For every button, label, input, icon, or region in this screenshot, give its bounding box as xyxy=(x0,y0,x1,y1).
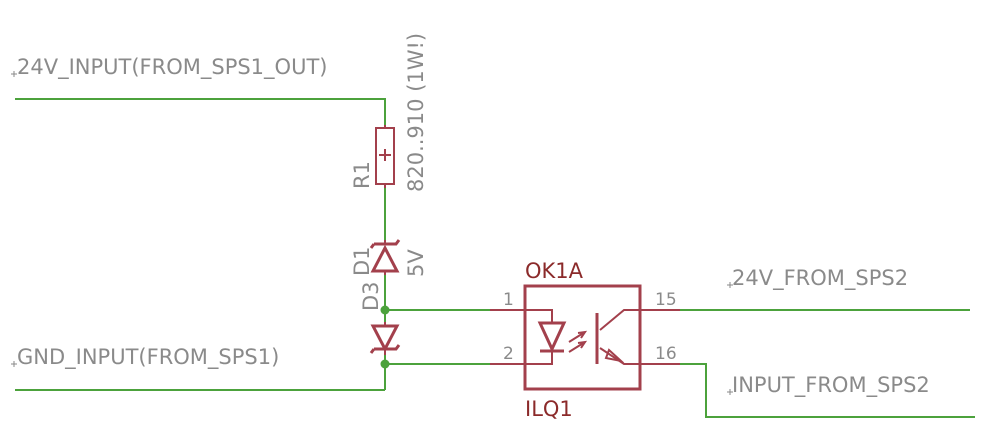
d1-cathode-bar xyxy=(369,239,401,249)
wires xyxy=(15,98,975,418)
resistor-origin-mark xyxy=(379,149,391,161)
junction-dot-pin2 xyxy=(380,359,390,369)
net-label-24v-from-sps2: 24V_FROM_SPS2 xyxy=(732,266,908,291)
transistor-emitter-arrow xyxy=(604,348,625,363)
zener-diode-d3 xyxy=(369,322,401,355)
net-label-gnd-input: GND_INPUT(FROM_SPS1) xyxy=(17,345,279,370)
light-arrow-lower xyxy=(568,340,588,353)
pin-number-2: 2 xyxy=(503,344,514,364)
wire-24v-input xyxy=(15,98,386,125)
optocoupler-body xyxy=(523,284,642,391)
d1-value: 5V xyxy=(404,249,428,277)
junction-dot-pin1 xyxy=(380,305,390,315)
optocoupler-ok1a xyxy=(490,284,680,391)
transistor-collector xyxy=(599,309,640,331)
wire-pin16-out xyxy=(680,363,975,418)
light-arrow-upper xyxy=(568,330,588,343)
d3-cathode-bar xyxy=(369,344,401,354)
led-triangle xyxy=(537,321,567,353)
optocoupler-value: ILQ1 xyxy=(525,397,573,421)
optocoupler-pin-leads xyxy=(490,309,680,365)
pin-number-15: 15 xyxy=(655,290,677,310)
led-wiring xyxy=(525,309,553,365)
net-label-24v-input: 24V_INPUT(FROM_SPS1_OUT) xyxy=(17,55,327,80)
net-label-input-from-sps2: INPUT_FROM_SPS2 xyxy=(732,373,930,398)
resistor-r1 xyxy=(375,125,395,188)
r1-name: R1 xyxy=(350,161,374,189)
d3-triangle xyxy=(370,324,400,353)
zener-diode-d1 xyxy=(369,239,401,275)
d1-triangle xyxy=(370,244,400,273)
optocoupler-name: OK1A xyxy=(525,259,584,283)
net-label-anchors xyxy=(11,71,733,395)
r1-value: 820..910 (1W!) xyxy=(404,33,428,192)
d3-name: D3 xyxy=(359,281,383,311)
pin-number-1: 1 xyxy=(503,290,514,310)
d1-name: D1 xyxy=(350,246,374,276)
pin-number-16: 16 xyxy=(655,344,677,364)
